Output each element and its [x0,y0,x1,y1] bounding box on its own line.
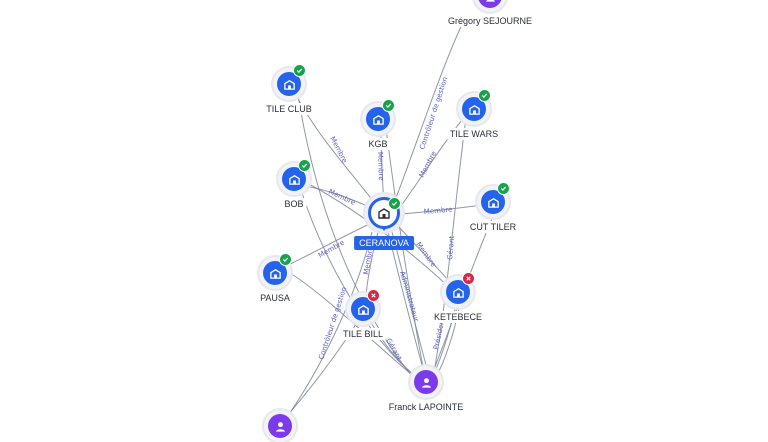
edge-label: Gérant [446,235,456,260]
check-icon [293,64,306,77]
edge-label: Membre [414,241,437,269]
node-label: CERANOVA [354,236,414,250]
node-label: TILE BILL [339,328,387,340]
node-label: PAUSA [257,292,293,304]
edge-label: Membre [376,152,385,181]
edge-label: Membre [362,246,375,276]
edge-label: Membre [418,150,439,179]
check-icon [478,89,491,102]
node-label: TILE WARS [446,128,502,140]
node-label: TILE CLUB [263,103,315,115]
check-icon [298,159,311,172]
edge-tile-wars-hub [397,109,471,211]
edge-pausa-hub [281,219,379,269]
check-icon [388,197,401,210]
person-icon [414,370,438,394]
node-label: BOB [281,198,307,210]
person-icon [478,0,502,8]
close-icon [462,272,475,285]
edge-bob-franck [299,186,418,379]
edge-kgb-franck [385,127,425,373]
relationship-graph: Membre Membre Membre Membre Membre Membr… [281,17,495,421]
node-label: CUT TILER [466,221,520,233]
edge-pausa-franck [284,269,419,381]
node-label: KGB [365,138,391,150]
edge-hub-partial [284,231,373,421]
edge-label: Membre [328,135,349,164]
edge-tile-wars-franck [433,117,467,373]
edge-label: Contrôleur de gestion [418,76,449,151]
node-label: Franck LAPOINTE [385,401,467,413]
close-icon [367,289,380,302]
edge-label: Membre [423,206,452,216]
edge-label: Gérant [384,337,403,362]
edge-tile-club-franck [297,94,416,381]
node-label: KETEBECE [430,311,486,323]
node-label: Grégory SEJOURNE [444,15,536,27]
check-icon [497,182,510,195]
check-icon [279,253,292,266]
edge-gregory-hub [391,17,466,209]
check-icon [382,99,395,112]
person-icon [268,414,292,438]
